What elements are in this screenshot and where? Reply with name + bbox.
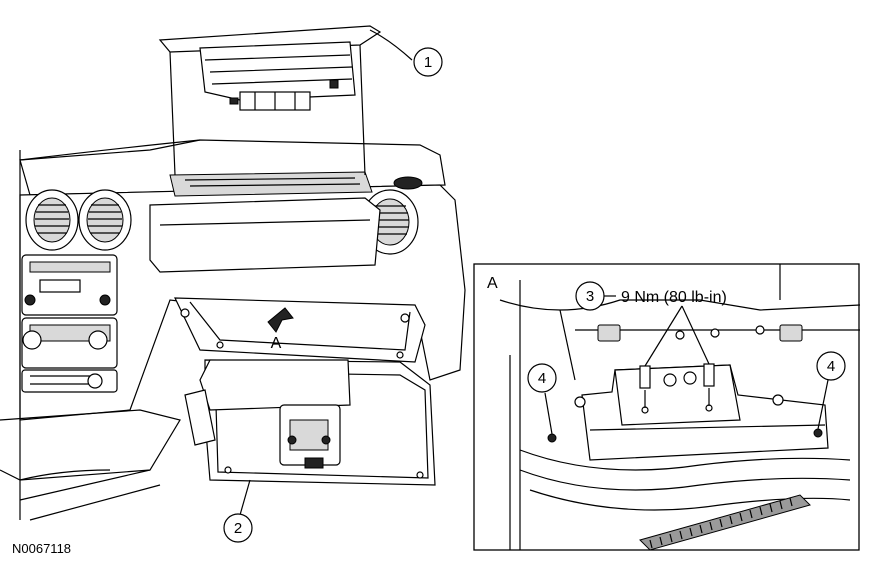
callout-4-left: 4 (527, 363, 557, 393)
glovebox-assembly (174, 297, 436, 486)
detail-view-a (473, 263, 861, 551)
callout-4-right: 4 (816, 351, 846, 381)
callout-3: 3 (575, 281, 605, 311)
torque-spec: 9 Nm (80 lb-in) (621, 289, 727, 306)
left-vents (25, 189, 132, 251)
callout-1: 1 (413, 47, 443, 77)
figure-id: N0067118 (12, 541, 71, 556)
svg-text:3: 3 (586, 288, 594, 305)
leader-line-1 (369, 29, 413, 61)
svg-text:4: 4 (538, 370, 546, 387)
upper-storage-bin (149, 171, 381, 273)
svg-text:1: 1 (424, 54, 432, 71)
instrument-panel-view (0, 25, 466, 521)
detail-view-label-a: A (487, 275, 498, 292)
callout-2: 2 (223, 513, 253, 543)
svg-text:4: 4 (827, 358, 835, 375)
center-stack (21, 254, 118, 393)
leader-line-2 (239, 479, 251, 516)
view-arrow (267, 307, 294, 333)
main-view-label-a: A (271, 335, 282, 352)
module-1-bezel (158, 25, 382, 176)
svg-text:2: 2 (234, 520, 242, 537)
